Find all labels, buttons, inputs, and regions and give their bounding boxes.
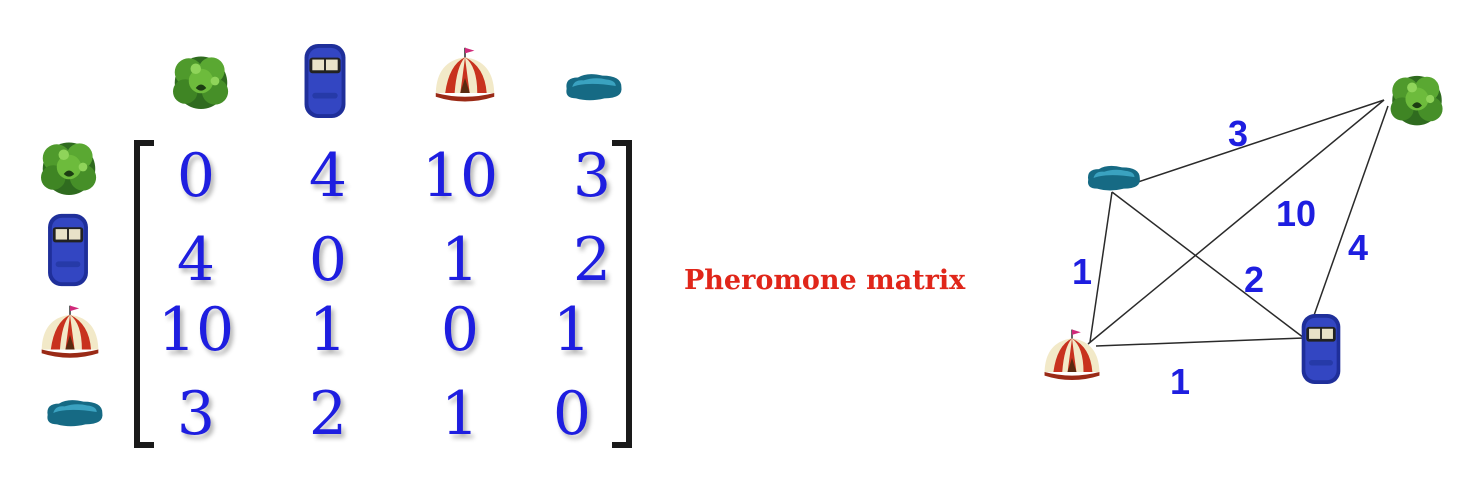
matrix-right-bracket [612,140,632,448]
matrix-cell: 4 [308,141,348,211]
matrix-cell: 2 [572,225,612,295]
matrix-cell: 0 [440,295,480,365]
matrix-cell: 0 [552,379,592,449]
edge-weight-pond-tree: 3 [1228,113,1249,154]
edge-weight-car-tree: 4 [1348,227,1369,268]
matrix-cell: 3 [176,379,216,449]
matrix-cell: 1 [440,379,480,449]
matrix-cell: 10 [157,295,235,365]
matrix-cell: 1 [440,225,480,295]
edge-weight-pond-tent: 1 [1072,251,1093,292]
graph-node-car-icon [1298,312,1344,386]
edge-weight-tent-tree: 10 [1276,193,1317,234]
matrix-cell: 4 [176,225,216,295]
edge-pond-tent [1089,191,1113,343]
diagram-title: Pheromone matrix [684,265,966,296]
edge-tent-car [1095,337,1305,347]
matrix-cell: 10 [421,141,499,211]
edge-weight-tent-car: 1 [1170,361,1191,402]
matrix-left-bracket [134,140,154,448]
graph-node-pond-icon [1082,162,1146,194]
matrix-cell: 0 [308,225,348,295]
matrix-cell: 0 [176,141,216,211]
matrix-cell: 1 [308,295,348,365]
graph-node-tent-icon [1040,326,1104,388]
matrix-cell: 3 [572,141,612,211]
edge-tent-tree [1087,99,1385,345]
edge-weight-pond-car: 2 [1244,259,1265,300]
matrix-cell: 2 [308,379,348,449]
matrix-cell: 1 [552,295,592,365]
edge-pond-tree [1137,99,1385,183]
edge-car-tree [1305,105,1389,339]
edge-pond-car [1111,191,1305,339]
graph-node-tree-icon [1382,66,1452,132]
